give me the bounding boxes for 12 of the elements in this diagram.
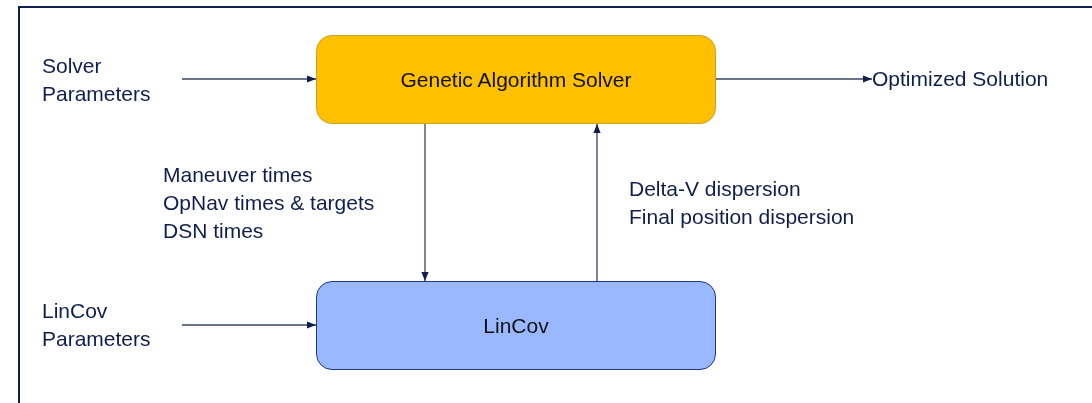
node-label: LinCov xyxy=(483,312,549,339)
process-box xyxy=(316,281,716,370)
arrow xyxy=(715,75,873,83)
node-label: Solver Parameters xyxy=(42,53,152,107)
arrow xyxy=(181,75,317,83)
arrow xyxy=(593,123,601,282)
node-label: LinCov Parameters xyxy=(42,298,152,352)
arrow xyxy=(421,123,429,282)
node-label: Optimized Solution xyxy=(872,66,1049,92)
node-label: Genetic Algorithm Solver xyxy=(400,66,632,93)
arrow xyxy=(181,321,317,329)
process-box xyxy=(316,35,716,124)
